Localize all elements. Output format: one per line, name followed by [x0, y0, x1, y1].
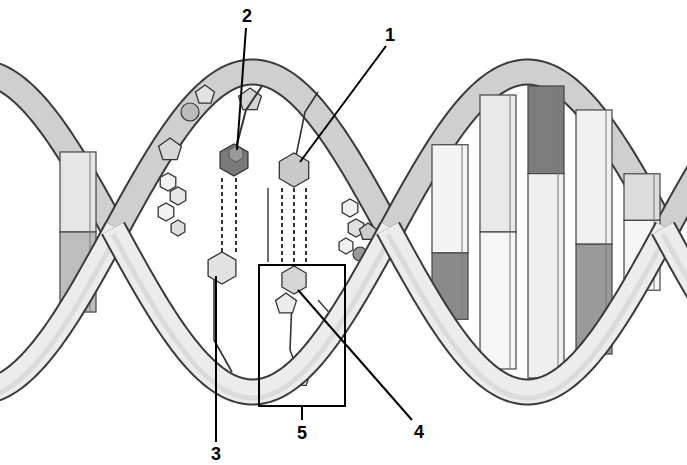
- backbone-strand-shade: [113, 234, 392, 398]
- callout-number: 4: [414, 423, 424, 441]
- slab-edge: [558, 86, 559, 378]
- leader-line: [298, 290, 412, 420]
- backbone-strand-shade: [0, 234, 117, 398]
- base-slab: [528, 174, 564, 378]
- hydrogen-bond: [293, 188, 295, 262]
- base-ring: [339, 238, 353, 254]
- slab-edge: [510, 95, 511, 369]
- leader-line: [237, 28, 246, 150]
- backbone-strand-outline: [113, 72, 392, 236]
- hydrogen-bond: [221, 178, 223, 254]
- hydrogen-bond: [235, 178, 237, 254]
- base-slab: [432, 145, 468, 253]
- base-slab: [480, 95, 516, 232]
- base-slab: [576, 110, 612, 244]
- base-ring: [276, 293, 297, 313]
- callout-marks: [216, 28, 412, 442]
- backbone-strand: [0, 228, 117, 392]
- bond-line: [213, 280, 215, 340]
- backbone-strand-shade: [663, 78, 687, 242]
- base-ring: [282, 266, 306, 294]
- base-ring: [160, 173, 176, 191]
- backbone-strand: [663, 72, 687, 236]
- callout-number: 5: [297, 424, 307, 442]
- backbone-strand-shade: [388, 234, 667, 398]
- backbone-strand-shade: [0, 78, 117, 242]
- base-ring: [170, 187, 186, 205]
- backbone-strand-outline: [0, 228, 117, 392]
- sugar-link: [267, 188, 268, 262]
- base-ring: [208, 252, 236, 284]
- front-strands: [0, 228, 687, 398]
- base-slab: [528, 86, 564, 174]
- hydrogen-bond: [305, 188, 307, 262]
- backbone-strand-shade: [113, 78, 392, 242]
- leader-line: [300, 46, 386, 162]
- base-ring: [342, 199, 358, 217]
- base-ring: [279, 153, 308, 187]
- backbone-strand-outline: [663, 72, 687, 236]
- sugar-ring: [196, 85, 215, 103]
- base-slab: [60, 152, 96, 232]
- leader-line: [215, 276, 217, 442]
- bond-line: [246, 86, 262, 110]
- phosphate: [181, 103, 199, 121]
- callout-number: 1: [385, 26, 395, 44]
- backbone-strand: [113, 72, 392, 236]
- base-slab: [624, 174, 660, 221]
- bond-line: [305, 92, 318, 112]
- purine-ring: [220, 144, 248, 176]
- bond-line: [296, 112, 305, 156]
- base-pairs: [60, 85, 660, 385]
- purine-ring-inner: [229, 146, 243, 162]
- slab-edge: [462, 145, 463, 320]
- callout-number: 3: [211, 445, 221, 463]
- hydrogen-bond: [281, 188, 283, 262]
- highlight-box: [259, 265, 345, 406]
- base-ring: [158, 203, 174, 221]
- backbone-strand-shade: [663, 234, 687, 398]
- base-ring: [171, 220, 185, 236]
- leader-line: [301, 406, 303, 420]
- callout-number: 2: [242, 7, 252, 25]
- base-slab: [480, 232, 516, 369]
- sugar-ring: [159, 138, 182, 160]
